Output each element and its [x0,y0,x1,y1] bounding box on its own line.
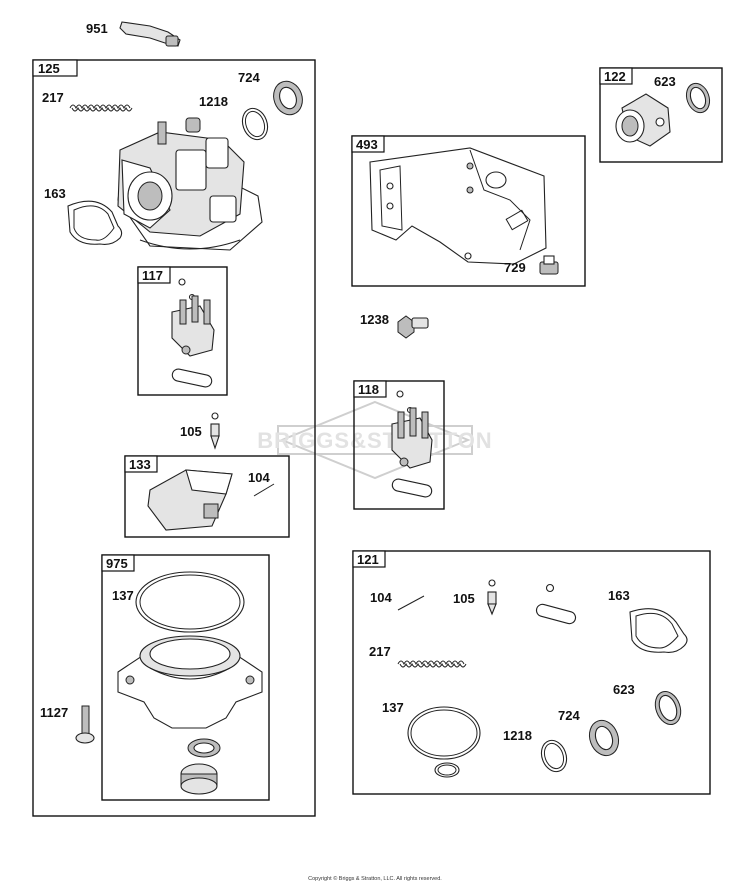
part-122-intake-adapter[interactable] [615,93,671,147]
part-951-lever[interactable] [119,21,181,47]
label-121-623: 623 [613,682,635,697]
group-121-tab [352,550,386,568]
part-121-pin[interactable] [397,595,425,611]
group-975-frame [101,554,270,801]
part-217-spring[interactable] [69,104,133,112]
group-493-frame [351,135,586,287]
label-1238: 1238 [360,312,389,327]
group-121-frame [352,550,711,795]
label-121-724: 724 [558,708,580,723]
group-975-tab [101,554,135,572]
group-118-tab [353,380,387,398]
label-121-163: 163 [608,588,630,603]
group-122-label: 122 [604,69,626,84]
label-121-104: 104 [370,590,392,605]
group-117-label: 117 [142,268,163,283]
part-104-pin[interactable] [253,483,275,497]
part-121-oring-1218[interactable] [537,737,570,775]
part-623-oring[interactable] [683,80,714,116]
label-121-105: 105 [453,591,475,606]
group-122-frame [599,67,723,163]
part-975-bowl-oring[interactable] [187,738,221,758]
part-493-bracket[interactable] [369,147,547,265]
group-125-label: 125 [38,61,60,76]
group-118-frame [353,380,445,510]
label-623: 623 [654,74,676,89]
label-121-137: 137 [382,700,404,715]
group-121-label: 121 [357,552,379,567]
part-133-float[interactable] [147,469,233,531]
label-104: 104 [248,470,270,485]
part-121-spring[interactable] [397,660,467,668]
part-121-oring-623[interactable] [651,688,685,728]
part-1238-bolt[interactable] [397,315,429,339]
group-133-label: 133 [129,457,151,472]
group-118-label: 118 [358,382,379,397]
group-125-tab [32,59,78,77]
part-121-oring-137[interactable] [407,706,481,760]
part-137-oring[interactable] [135,571,245,633]
part-1218-oring[interactable] [238,105,271,143]
part-729-clip[interactable] [539,255,559,275]
watermark-text: BRIGGS&STRATTON [257,428,492,453]
group-133-frame [124,455,290,538]
label-729: 729 [504,260,526,275]
part-121-small-oring[interactable] [434,762,460,778]
label-121-217: 217 [369,644,391,659]
label-1127: 1127 [40,705,68,720]
watermark-logo: BRIGGS&STRATTON [257,400,492,480]
label-724: 724 [238,70,260,85]
part-975-float-bowl[interactable] [117,635,263,729]
label-121-1218: 1218 [503,728,532,743]
label-1218: 1218 [199,94,228,109]
part-121-needle[interactable] [487,579,497,616]
group-117-frame [137,266,228,396]
part-163-gasket[interactable] [67,200,123,245]
copyright-notice: Copyright © Briggs & Stratton, LLC. All … [308,876,442,882]
part-105-needle[interactable] [210,412,220,450]
part-118-fuel-solenoid[interactable] [391,390,433,498]
label-163: 163 [44,186,66,201]
part-1127-screw[interactable] [75,705,95,744]
group-493-label: 493 [356,137,378,152]
part-121-seal-724[interactable] [585,716,624,759]
group-975-label: 975 [106,556,128,571]
label-217: 217 [42,90,64,105]
group-493-tab [351,135,385,153]
part-117-fuel-solenoid[interactable] [171,278,215,388]
part-724-seal[interactable] [269,77,307,119]
label-951: 951 [86,21,108,36]
part-975-bowl-nut[interactable] [180,763,218,795]
part-121-gasket[interactable] [629,608,688,653]
group-133-tab [124,455,158,473]
part-121-seat[interactable] [535,583,577,625]
label-137: 137 [112,588,134,603]
group-117-tab [137,266,171,284]
group-125-frame [32,59,316,817]
part-carburetor-body[interactable] [117,117,263,251]
label-105: 105 [180,424,202,439]
group-122-tab [599,67,633,85]
